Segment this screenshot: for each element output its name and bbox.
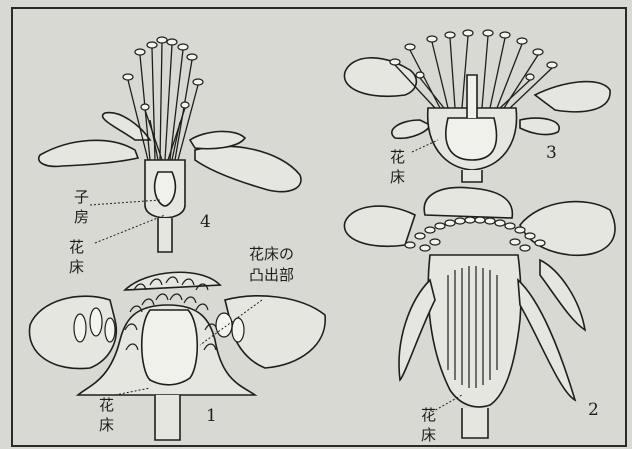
panel-3-number: 3 xyxy=(546,145,557,162)
p4-receptacle-label-top: 花 xyxy=(69,240,84,255)
panel-1-flower xyxy=(29,272,325,440)
p1-left-petal xyxy=(29,296,116,368)
panel-1-number: 1 xyxy=(206,408,217,425)
p1-protrusion xyxy=(142,310,198,385)
panel-3-flower xyxy=(344,30,610,182)
p4-ovary-label-top: 子 xyxy=(74,190,89,205)
p2-left-petal xyxy=(344,206,415,246)
p2-hypanthium xyxy=(428,255,521,407)
p1-stem xyxy=(155,395,180,440)
p2-left-sepal xyxy=(399,280,435,380)
p4-right-petal xyxy=(195,146,301,191)
p4-receptacle-label-bottom: 床 xyxy=(69,260,84,275)
p3-style xyxy=(467,75,477,118)
p3-left-lower-petal xyxy=(392,120,430,138)
p2-right-petal xyxy=(520,202,615,256)
panel-2-number: 2 xyxy=(588,402,599,419)
p1-receptacle-label-bottom: 床 xyxy=(99,418,114,433)
p4-ovary-label-bottom: 房 xyxy=(74,210,89,225)
panel-2-flower xyxy=(344,187,615,438)
p4-ovary xyxy=(155,172,176,206)
p2-top-petal xyxy=(424,187,512,218)
p3-ovary xyxy=(446,118,497,160)
p1-protrusion-label-line2: 凸出部 xyxy=(249,268,294,283)
p3-right-lower-petal xyxy=(520,118,559,134)
p3-right-petal xyxy=(535,82,610,112)
p1-receptacle-label-top: 花 xyxy=(99,398,114,413)
p2-receptacle-label-bottom: 床 xyxy=(421,428,436,443)
p3-receptacle-label-bottom: 床 xyxy=(390,170,405,185)
p2-receptacle-label-top: 花 xyxy=(421,408,436,423)
panel-4-number: 4 xyxy=(200,214,211,231)
p3-stem xyxy=(462,170,482,182)
p4-left-petal xyxy=(39,140,138,166)
p4-stem xyxy=(158,218,172,252)
p2-far-right-sepal xyxy=(540,260,585,330)
p1-protrusion-label-line1: 花床の xyxy=(249,247,294,262)
p4-left-petal-back xyxy=(103,113,150,140)
p1-back-petal xyxy=(125,272,220,290)
p3-receptacle-label-top: 花 xyxy=(390,150,405,165)
p2-stem xyxy=(462,408,488,438)
